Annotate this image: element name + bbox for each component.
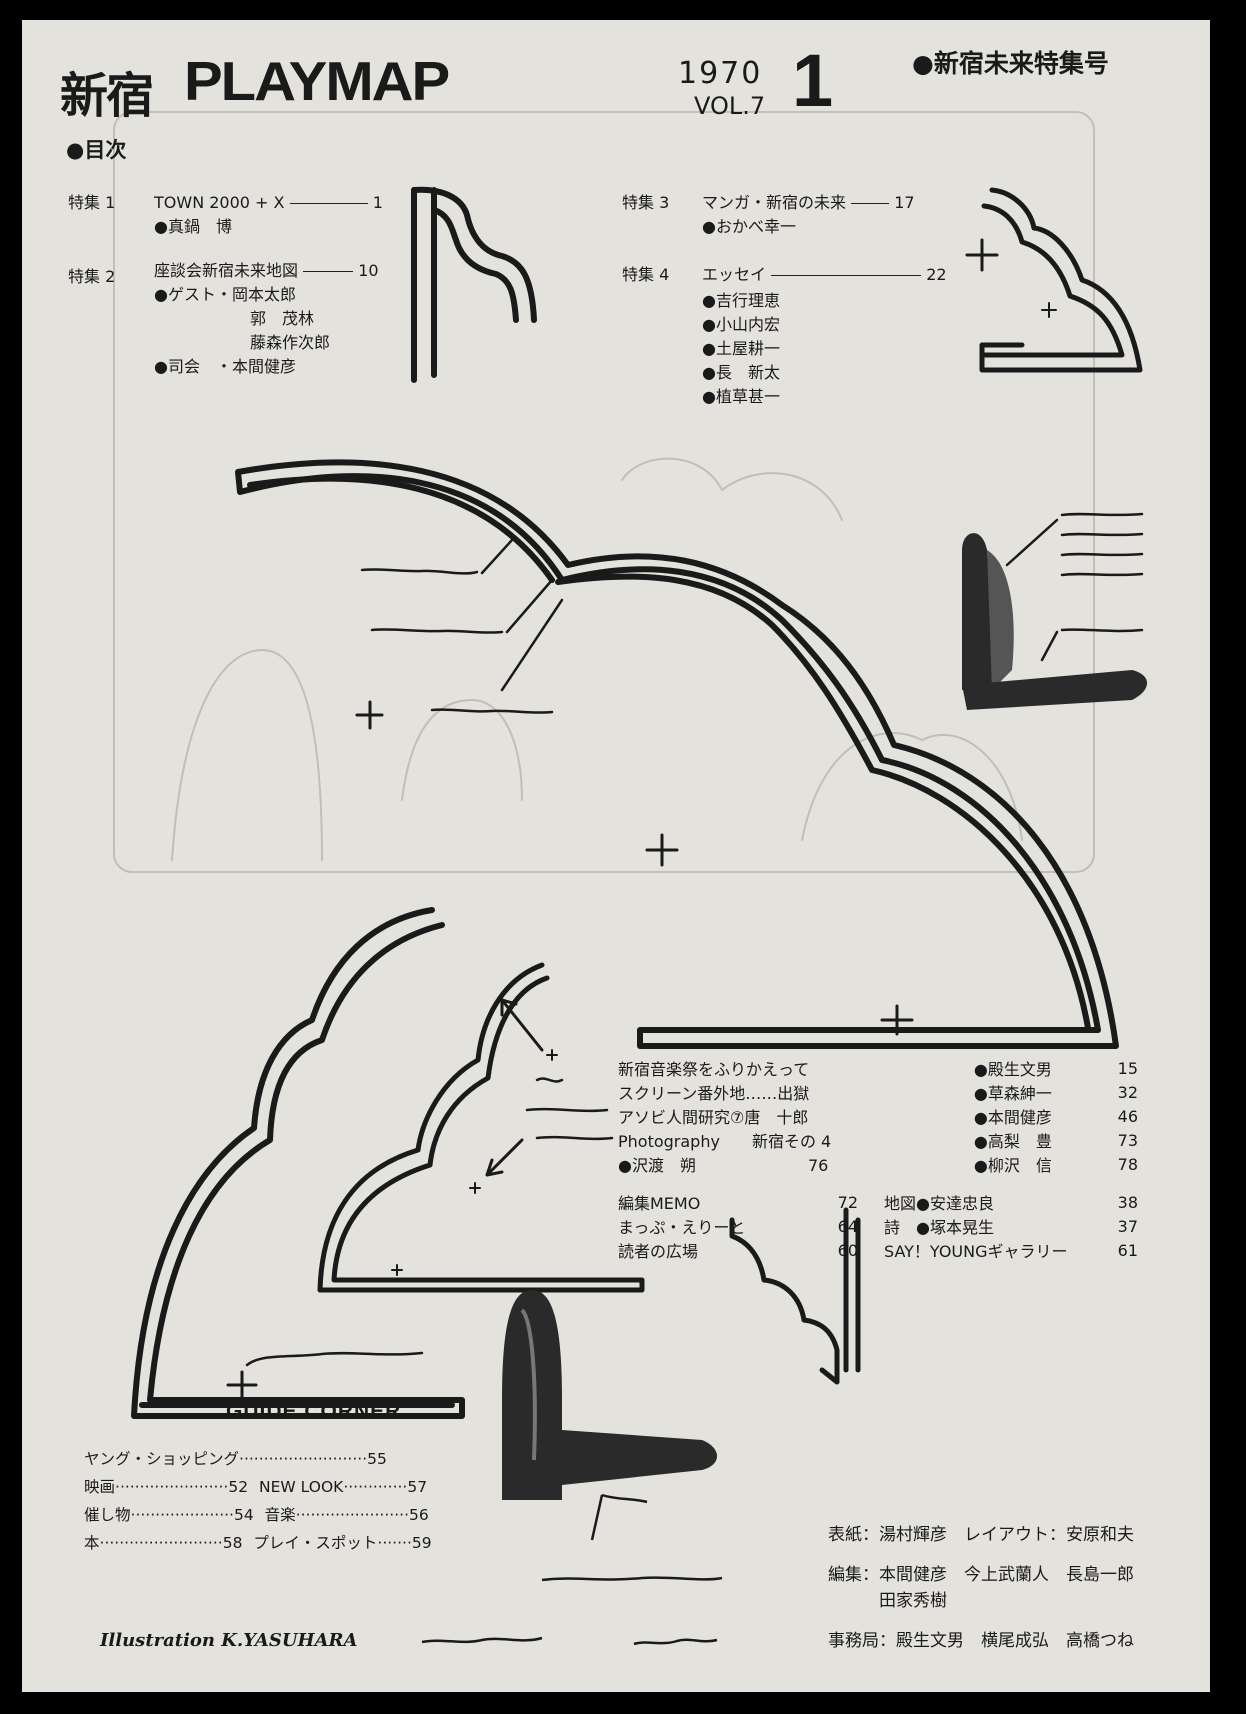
feature-page: 22: [926, 265, 947, 284]
article-author: ●本間健彦: [973, 1108, 1052, 1127]
credit-editors: 編集：本間健彦 今上武蘭人 長島一郎: [828, 1565, 1134, 1585]
article-author: ●殿生文男: [973, 1060, 1052, 1079]
feature-person: ●司会 ・本間健彦: [154, 357, 296, 376]
deco-scallop-bottom-left: [131, 907, 465, 1419]
feature-label: 特集 1: [68, 193, 116, 212]
illustration-credit: Illustration K.YASUHARA: [100, 1630, 358, 1651]
feature-page: 17: [894, 193, 915, 212]
table-row: 読者の広場 60: [618, 1238, 858, 1262]
deco-bracket-bottom: [729, 1207, 861, 1385]
magazine-page: 新宿 PLAYMAP 1970 VOL.7 1 ●新宿未来特集号 ●目次 特集 …: [22, 20, 1210, 1692]
article-page: 46: [1117, 1106, 1138, 1126]
feature-person: ●植草甚一: [702, 387, 780, 406]
article-title: アソビ人間研究⑦唐 十郎: [618, 1108, 809, 1127]
misc-left-table: 編集MEMO 72 まっぷ・えりーと 64 読者の広場 60: [618, 1190, 858, 1262]
misc-page: 37: [1117, 1216, 1138, 1236]
table-row: ●沢渡 朔 76 ●柳沢 信 78: [618, 1152, 1138, 1176]
misc-title: 詩 ●塚本晃生: [884, 1218, 994, 1237]
list-item: 催し物·····················54 音楽···········…: [84, 1506, 429, 1524]
misc-title: まっぷ・えりーと: [618, 1218, 746, 1237]
title-kanji: 新宿: [60, 68, 154, 124]
list-item: 映画·······················52 NEW LOOK····…: [84, 1478, 428, 1496]
article-author: ●柳沢 信: [973, 1156, 1052, 1175]
misc-page: 38: [1117, 1192, 1138, 1212]
dark-sculptures: [502, 533, 1147, 1500]
feature-title: エッセイ 22: [702, 265, 947, 284]
article-title: ●沢渡 朔 76: [618, 1156, 829, 1175]
misc-title: 読者の広場: [618, 1242, 699, 1261]
feature-person: ●ゲスト・岡本太郎: [154, 285, 296, 304]
feature-person: ●吉行理恵: [702, 291, 780, 310]
feature-page: 1: [372, 193, 383, 212]
table-row: 編集MEMO 72: [618, 1190, 858, 1214]
feature-person: 郭 茂林: [250, 309, 315, 328]
table-row: スクリーン番外地……出獄 ●草森紳一 32: [618, 1080, 1138, 1104]
credit-cover-layout: 表紙：湯村輝彦 レイアウト：安原和夫: [828, 1525, 1134, 1545]
deco-scallop-inner: [317, 962, 645, 1293]
feature-label: 特集 2: [68, 267, 116, 286]
feature-person: ●土屋耕一: [702, 339, 780, 358]
misc-right-table: 地図●安達忠良 38 詩 ●塚本晃生 37 SAY！YOUNGギャラリー 61: [884, 1190, 1138, 1262]
article-title: 新宿音楽祭をふりかえって: [618, 1060, 810, 1079]
table-row: Photography 新宿その 4 ●高梨 豊 73: [618, 1128, 1138, 1152]
misc-title: 編集MEMO: [618, 1194, 701, 1213]
feature-person: ●真鍋 博: [154, 217, 232, 236]
list-item: ヤング・ショッピング··························55: [84, 1450, 387, 1468]
feature-label: 特集 4: [622, 265, 670, 284]
feature-title: マンガ・新宿の未来 17: [702, 193, 915, 212]
misc-title: 地図●安達忠良: [884, 1194, 994, 1213]
feature-person: ●おかべ幸一: [702, 217, 796, 236]
article-title: Photography 新宿その 4: [618, 1132, 832, 1151]
misc-page: 60: [837, 1240, 858, 1260]
faint-sketch: [113, 111, 1095, 873]
article-page: 15: [1117, 1058, 1138, 1078]
credit-editors-cont: 田家秀樹: [828, 1591, 947, 1611]
deco-bracket-top: [411, 186, 537, 383]
misc-title: SAY！YOUNGギャラリー: [884, 1242, 1068, 1261]
signature-scribbles: [421, 1636, 718, 1646]
deco-scallop-top-right: [965, 187, 1143, 373]
special-issue-label: ●新宿未来特集号: [912, 49, 1109, 78]
title-playmap: PLAYMAP: [184, 50, 450, 113]
article-title: スクリーン番外地……出獄: [618, 1084, 810, 1103]
feature-label: 特集 3: [622, 193, 670, 212]
feature-person: ●小山内宏: [702, 315, 780, 334]
feature-title: TOWN 2000 + X 1: [154, 193, 383, 212]
article-page: 78: [1117, 1154, 1138, 1174]
table-row: まっぷ・えりーと 64: [618, 1214, 858, 1238]
table-row: SAY！YOUNGギャラリー 61: [884, 1238, 1138, 1262]
feature-title: 座談会新宿未来地図 10: [154, 261, 379, 280]
misc-page: 72: [837, 1192, 858, 1212]
scribble-notes: [360, 512, 1144, 714]
issue-year: 1970: [678, 56, 763, 91]
table-row: 詩 ●塚本晃生 37: [884, 1214, 1138, 1238]
table-row: 地図●安達忠良 38: [884, 1190, 1138, 1214]
misc-page: 61: [1117, 1240, 1138, 1260]
toc-heading: ●目次: [66, 138, 127, 162]
misc-page: 64: [837, 1216, 858, 1236]
article-page: 73: [1117, 1130, 1138, 1150]
issue-volume: VOL.7: [694, 92, 766, 120]
feature-person: 藤森作次郎: [250, 333, 331, 352]
guide-corner-title: GUIDE CORNER: [226, 1400, 402, 1423]
article-author: ●草森紳一: [973, 1084, 1052, 1103]
issue-number: 1: [792, 39, 834, 122]
credit-office: 事務局：殿生文男 横尾成弘 高橋つね: [828, 1631, 1134, 1651]
article-author: ●高梨 豊: [973, 1132, 1052, 1151]
deco-cloud-center: [235, 459, 1119, 1049]
table-row: 新宿音楽祭をふりかえって ●殿生文男 15: [618, 1056, 1138, 1080]
illustration-layer: [113, 111, 1147, 1582]
articles-table: 新宿音楽祭をふりかえって ●殿生文男 15 スクリーン番外地……出獄 ●草森紳一…: [618, 1056, 1138, 1176]
feature-person: ●長 新太: [702, 363, 780, 382]
article-page: 32: [1117, 1082, 1138, 1102]
feature-page: 10: [358, 261, 379, 280]
table-row: アソビ人間研究⑦唐 十郎 ●本間健彦 46: [618, 1104, 1138, 1128]
list-item: 本·························58 プレイ・スポット···…: [84, 1534, 432, 1552]
